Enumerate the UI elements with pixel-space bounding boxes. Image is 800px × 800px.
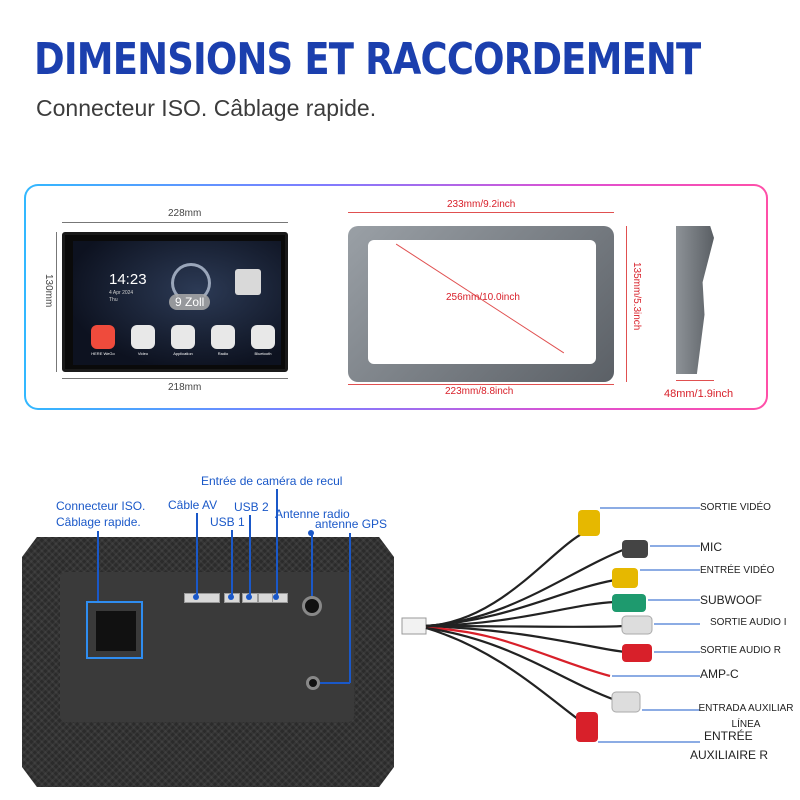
label-audio-r: SORTIE AUDIO R: [700, 645, 781, 656]
bluetooth-icon: [251, 325, 275, 349]
app-video: Video: [127, 325, 159, 356]
wire-audio-r: [425, 624, 626, 654]
screen-date: 4 Apr 2024: [109, 290, 134, 296]
wire-aux-r: [425, 626, 591, 729]
callout-dot-radio: [308, 530, 314, 536]
wire-subwoof: [425, 600, 616, 628]
label-video-in: ENTRÉE VIDÉO: [700, 565, 775, 576]
apps-grid-icon: [171, 325, 195, 349]
wire-amp: [425, 626, 611, 678]
trim-width-bottom-label: 223mm/8.8inch: [445, 386, 514, 397]
plug-subwoof: [612, 594, 646, 612]
label-aux-r-line2: AUXILIAIRE R: [690, 748, 769, 762]
callout-dot-usb1: [228, 594, 234, 600]
callout-line-av: [196, 513, 198, 595]
gps-antenna-port: [306, 676, 320, 690]
app-bluetooth: Bluetooth: [247, 325, 279, 356]
callout-line-iso: [97, 531, 99, 601]
callout-rear-camera: Entrée de caméra de recul: [201, 474, 343, 488]
video-icon: [131, 325, 155, 349]
callout-radio-antenna: Antenne radio: [275, 507, 350, 521]
plug-aux-l: [611, 691, 641, 713]
label-aux-line: ENTRADA AUXILIAR LÍNEA: [698, 703, 794, 730]
radio-antenna-port: [302, 596, 322, 616]
callout-usb2: USB 2: [234, 500, 269, 514]
page-subtitle: Connecteur ISO. Câblage rapide.: [36, 95, 377, 121]
plug-audio-r: [622, 644, 652, 662]
wire-mic: [425, 546, 629, 628]
callout-usb1: USB 1: [210, 515, 245, 529]
rca-plugs: [576, 510, 653, 742]
dim-line-screen-top: [62, 222, 288, 223]
dim-line-trim-height: [626, 226, 627, 382]
wire-aux-l: [425, 626, 616, 702]
app-here-wego: HERE WeGo: [87, 325, 119, 356]
app-radio: Radio: [207, 325, 239, 356]
callout-iso-line2: Câblage rapide.: [56, 515, 141, 529]
plug-video-in: [612, 568, 638, 588]
dim-line-screen-height: [56, 232, 57, 372]
plug-audio-l: [621, 615, 653, 635]
callout-iso-line1: Connecteur ISO.: [56, 499, 146, 513]
rca-harness: [401, 507, 700, 743]
harness-connector: [401, 617, 427, 635]
callout-line-gps-h: [320, 682, 350, 684]
callout-line-camera: [276, 489, 278, 595]
callout-dot-usb2: [246, 594, 252, 600]
screen-width-top-label: 228mm: [168, 208, 202, 219]
dim-line-depth: [676, 380, 714, 381]
page-title: DIMENSIONS ET RACCORDEMENT: [34, 34, 701, 85]
screen-display: 14:23 4 Apr 2024 Thu 9 Zoll HERE WeGo Vi…: [73, 241, 281, 365]
dim-line-trim-bottom: [348, 384, 614, 385]
head-unit-screen: 14:23 4 Apr 2024 Thu 9 Zoll HERE WeGo Vi…: [62, 232, 288, 372]
iso-highlight-box: [86, 601, 143, 659]
label-audio-l: SORTIE AUDIO I: [710, 617, 787, 628]
app-application: Application: [167, 325, 199, 356]
av-port: [184, 593, 220, 603]
label-mic: MIC: [700, 540, 722, 554]
plug-mic: [622, 540, 648, 558]
trim-diagonal-label: 256mm/10.0inch: [446, 292, 520, 303]
callout-line-radio: [311, 534, 313, 596]
callout-line-usb2: [249, 515, 251, 595]
wire-video-in: [425, 578, 616, 628]
label-video-out: SORTIE VIDÉO: [700, 502, 771, 513]
plug-aux-r: [576, 712, 598, 742]
navigation-icon: [91, 325, 115, 349]
callout-av-cable: Câble AV: [168, 498, 218, 512]
callout-line-usb1: [231, 530, 233, 595]
screen-day: Thu: [109, 297, 118, 303]
screen-time: 14:23: [109, 271, 147, 288]
screen-width-bottom-label: 218mm: [168, 382, 202, 393]
extra-port: [272, 593, 288, 603]
dash-trim-opening: [368, 240, 596, 364]
callout-gps-antenna: antenne GPS: [315, 517, 388, 531]
plug-video-out: [578, 510, 600, 536]
dim-line-trim-top: [348, 212, 614, 213]
callout-dot-av: [193, 594, 199, 600]
screen-height-label: 130mm: [43, 274, 54, 308]
dim-line-screen-bottom: [62, 378, 288, 379]
wire-audio-l: [425, 624, 626, 628]
depth-label: 48mm/1.9inch: [664, 388, 734, 400]
callout-line-gps: [349, 533, 351, 683]
size-badge: 9 Zoll: [169, 294, 211, 310]
label-amp: AMP-C: [700, 667, 739, 681]
iso-connector: [96, 611, 136, 651]
callout-dot-camera: [273, 594, 279, 600]
media-player-icon: [235, 269, 261, 295]
label-subwoof: SUBWOOF: [700, 593, 762, 607]
radio-icon: [211, 325, 235, 349]
trim-height-label: 135mm/5.3inch: [631, 262, 642, 331]
app-dock: HERE WeGo Video Application Radio Blueto…: [87, 325, 279, 356]
trim-width-top-label: 233mm/9.2inch: [447, 199, 516, 210]
harness-pointer-lines: [598, 507, 700, 743]
label-aux-r-line1: ENTRÉE: [704, 729, 753, 743]
speedometer-icon: [171, 263, 211, 303]
